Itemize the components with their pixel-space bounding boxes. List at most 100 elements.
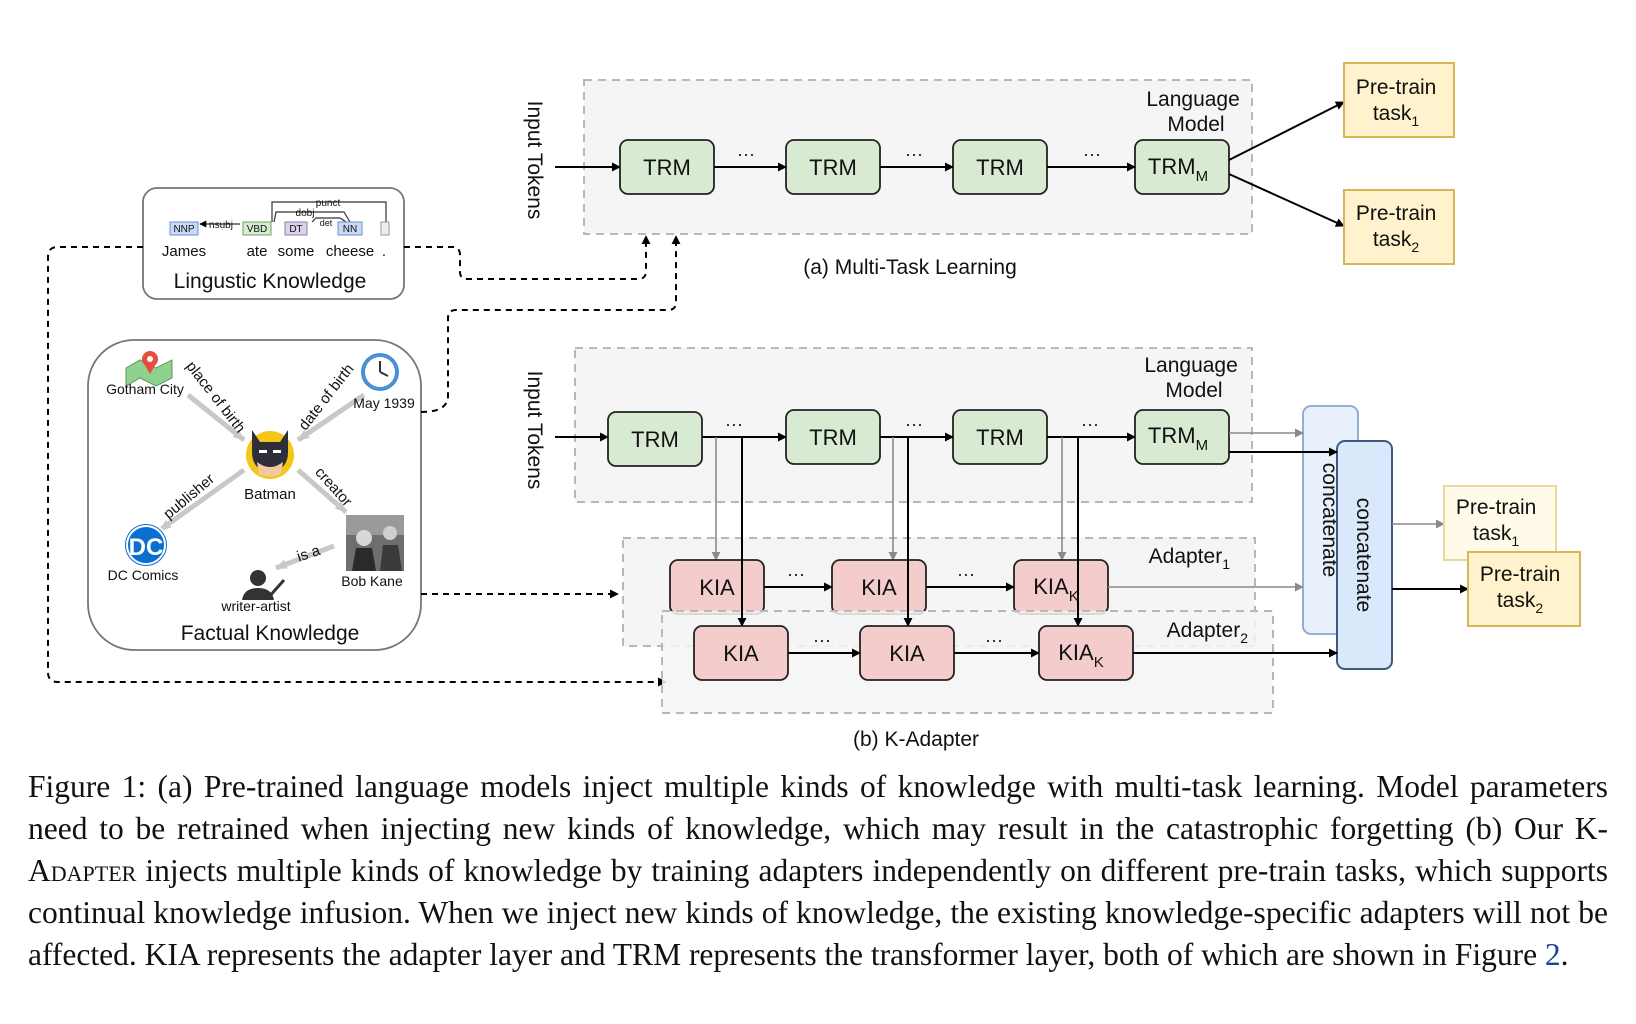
- kia-a1-node-2-label: KIA: [861, 575, 897, 600]
- kia-a2-k-node-label: KIAK: [1058, 640, 1103, 671]
- arrow-to-task1-a: [1228, 101, 1345, 161]
- may-1939-label: May 1939: [353, 395, 415, 411]
- word-some: some: [278, 243, 315, 260]
- gotham-city-label: Gotham City: [106, 381, 184, 397]
- factual-knowledge: place of birth date of birth publisher c…: [87, 339, 422, 651]
- panel-a: Language Model Input Tokens TRM TRM TRM …: [523, 62, 1455, 279]
- ellipsis-a2-1: ···: [813, 630, 831, 650]
- k-adapter-figure: Language Model Input Tokens TRM TRM TRM …: [47, 62, 1581, 751]
- pos-tag-vbd-label: VBD: [247, 224, 268, 235]
- arc-label-nsubj: nsubj: [209, 220, 233, 231]
- batman-icon: [246, 430, 294, 479]
- ellipsis-a-2: ···: [905, 144, 923, 164]
- linguistic-to-lm-a: [404, 235, 651, 280]
- dc-comics-label: DC Comics: [108, 567, 179, 583]
- clock-icon: [361, 353, 399, 391]
- map-pin-icon: [125, 351, 173, 387]
- pos-tag-vbd: [242, 221, 272, 236]
- feeds-adapter2: [737, 437, 1083, 627]
- pos-tag-dt: [284, 221, 308, 236]
- language-model-label-a: Language Model: [1146, 88, 1245, 136]
- kia-a1-k-node-label: KIAK: [1033, 574, 1078, 605]
- pos-tag-nn-label: NN: [343, 224, 357, 235]
- arrow-to-task2-a: [1228, 173, 1345, 227]
- kia-a2-node-2-label: KIA: [889, 641, 925, 666]
- kia-a1-node-1-label: KIA: [699, 575, 735, 600]
- factual-knowledge-box: [87, 339, 422, 651]
- relation-date-arrow: [296, 392, 366, 443]
- relation-isa-label: is a: [295, 542, 323, 566]
- factual-knowledge-title: Factual Knowledge: [181, 622, 360, 645]
- ellipsis-b-2: ···: [905, 414, 923, 434]
- trm-node-3-label: TRM: [976, 155, 1024, 180]
- concatenate-block-2-label: concatenate: [1352, 498, 1375, 612]
- concatenate-block-2: [1336, 440, 1393, 670]
- svg-text:DC: DC: [129, 534, 164, 561]
- arc-label-dobj: dobj: [296, 208, 315, 219]
- panel-b: Language Model Input Tokens Adapter1 TRM…: [523, 347, 1581, 751]
- figure-caption: Figure 1: (a) Pre-trained language model…: [28, 769, 1608, 972]
- pretrain-task2-b-label: Pre-train task2: [1480, 563, 1566, 616]
- bob-kane-photo: [346, 515, 404, 571]
- ellipsis-b-3: ···: [1081, 414, 1099, 434]
- writer-artist-label: writer-artist: [220, 598, 290, 614]
- relation-creator-arrow: [296, 468, 348, 514]
- ellipsis-a2-2: ···: [985, 630, 1003, 650]
- arc-label-det: det: [320, 218, 333, 228]
- kia-a2-node-1-label: KIA: [723, 641, 759, 666]
- pretrain-task2-a-label: Pre-train task2: [1356, 202, 1442, 255]
- pos-tag-punct: [380, 221, 390, 236]
- pretrain-task2-b: [1467, 551, 1581, 627]
- ellipsis-b-1: ···: [725, 414, 743, 434]
- input-tokens-label-b: Input Tokens: [523, 371, 546, 490]
- dashed-connectors: [47, 235, 681, 687]
- pos-tag-dt-label: DT: [289, 224, 302, 235]
- adapter2-label: Adapter2: [1167, 619, 1249, 646]
- pretrain-task2-a: [1343, 189, 1455, 265]
- trm-b-m-node-label: TRMM: [1148, 423, 1208, 454]
- subcaption-b: (b) K-Adapter: [853, 728, 979, 751]
- arc-dobj: [273, 211, 351, 223]
- word-james: James: [162, 243, 206, 260]
- ellipsis-a1-1: ···: [787, 564, 805, 584]
- linguistic-knowledge-box: [142, 187, 405, 300]
- trm-b-node-1: [607, 411, 703, 467]
- ellipsis-a-3: ···: [1083, 144, 1101, 164]
- trm-b-node-3-label: TRM: [976, 425, 1024, 450]
- dc-logo-icon: DC: [123, 522, 169, 568]
- subcaption-a: (a) Multi-Task Learning: [803, 256, 1017, 279]
- linguistic-knowledge-title: Lingustic Knowledge: [174, 270, 367, 293]
- linguistic-to-adapter2: [47, 246, 667, 687]
- ellipsis-a1-2: ···: [957, 564, 975, 584]
- relation-isa-arrow: [274, 543, 335, 571]
- trm-b-node-2-label: TRM: [809, 425, 857, 450]
- pretrain-task1-b-label: Pre-train task1: [1456, 496, 1542, 549]
- pos-tag-nn: [337, 221, 363, 236]
- relation-place-arrow: [186, 393, 246, 442]
- relation-publisher-arrow: [158, 467, 246, 533]
- writer-icon: [242, 570, 286, 600]
- word-period: .: [382, 243, 386, 260]
- word-ate: ate: [247, 243, 268, 260]
- pretrain-task1-b: [1443, 485, 1557, 561]
- ellipsis-a-1: ···: [737, 144, 755, 164]
- input-tokens-label-a: Input Tokens: [523, 101, 546, 220]
- trm-node-2-label: TRM: [809, 155, 857, 180]
- pretrain-task1-a: [1343, 62, 1455, 138]
- trm-b-node-1-label: TRM: [631, 427, 679, 452]
- k-adapter-name: K-Adapter: [28, 811, 1608, 888]
- pretrain-task1-a-label: Pre-train task1: [1356, 76, 1442, 129]
- figure-reference-link[interactable]: 2: [1544, 937, 1561, 972]
- pos-tag-nnp: [169, 221, 199, 236]
- concatenate-block-1-label: concatenate: [1318, 463, 1341, 577]
- pos-tag-nnp-label: NNP: [173, 224, 194, 235]
- arc-punct: [271, 201, 387, 222]
- trm-node-1-label: TRM: [643, 155, 691, 180]
- batman-label: Batman: [244, 486, 296, 503]
- word-cheese: cheese: [326, 243, 374, 260]
- adapter1-label: Adapter1: [1149, 545, 1231, 572]
- linguistic-knowledge: nsubj punct dobj det NNP VBD DT NN James…: [142, 187, 405, 300]
- trm-m-node-label: TRMM: [1148, 154, 1208, 185]
- feeds-adapter1: [711, 437, 1067, 561]
- bob-kane-label: Bob Kane: [341, 573, 403, 589]
